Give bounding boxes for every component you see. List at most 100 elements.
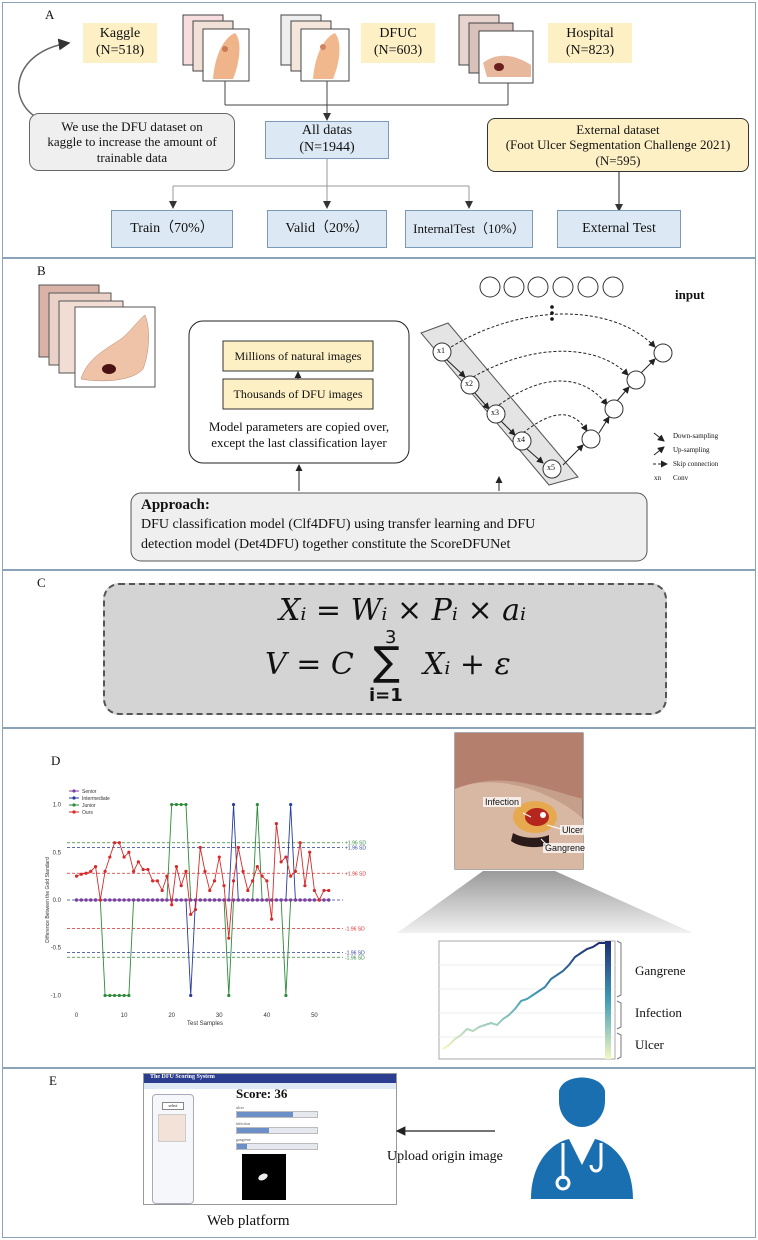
data-point: [231, 802, 236, 807]
foot-label-ulcer: Ulcer: [560, 825, 586, 835]
train-split-box: Train（70%）: [111, 210, 233, 248]
data-point: [284, 855, 288, 859]
kaggle-foot-image: [182, 14, 250, 82]
data-point: [93, 898, 98, 902]
data-point: [227, 993, 231, 998]
web-app-titlebar: [144, 1074, 396, 1083]
select-button[interactable]: select: [162, 1102, 184, 1110]
bar-label-ulcer: ulcer: [236, 1105, 244, 1110]
input-label: input: [675, 287, 705, 302]
data-point: [217, 855, 221, 859]
infection-score-fill: [237, 1128, 269, 1133]
data-point: [151, 879, 155, 883]
legend-label: Intermediate: [82, 796, 110, 802]
data-point: [170, 903, 174, 907]
thousands-dfu-images: Thousands of DFU images: [233, 386, 363, 401]
data-point: [231, 879, 236, 883]
legend-marker: [72, 803, 76, 807]
hospital-name: Hospital: [566, 26, 614, 42]
data-point: [193, 907, 198, 912]
severity-trend-line: [442, 942, 605, 1050]
data-point: [327, 888, 331, 893]
note-line-3: trainable data: [96, 149, 168, 165]
encoder-node-x5: x5: [547, 463, 555, 472]
data-point: [132, 869, 136, 873]
data-point: [236, 845, 240, 850]
millions-natural-images: Millions of natural images: [234, 348, 362, 363]
legend-marker: [72, 789, 76, 793]
dfuc-foot-image: [280, 14, 350, 82]
foot-label-gangrene: Gangrene: [543, 843, 588, 853]
data-point: [136, 898, 140, 902]
panel-b-label: B: [37, 263, 46, 278]
formula-2-lhs: V = C: [265, 647, 354, 682]
train-split-label: Train（70%）: [130, 220, 214, 236]
data-point: [289, 802, 293, 807]
data-point: [89, 898, 93, 902]
panel-b-foot-image: [38, 284, 156, 388]
upload-arrow-label: Upload origin image: [387, 1149, 503, 1164]
data-point: [236, 898, 240, 902]
data-point: [246, 898, 250, 902]
x-tick-label: 50: [311, 1013, 318, 1019]
data-point: [217, 898, 221, 902]
reference-line-label: +1.96 SD: [345, 871, 366, 877]
encoder-node-x4: x4: [517, 435, 525, 444]
data-point: [212, 879, 217, 883]
legend-icons: [653, 432, 668, 468]
transfer-note-line-1: Model parameters are copied over,: [208, 419, 390, 435]
data-point: [89, 869, 93, 873]
data-point: [146, 898, 150, 902]
formula-1: Xᵢ = Wᵢ × Pᵢ × aᵢ: [279, 593, 527, 628]
panel-e-graphics: [395, 1077, 633, 1199]
data-point: [189, 912, 193, 916]
data-point: [98, 898, 102, 902]
formula-box: [103, 583, 667, 715]
data-point: [212, 898, 217, 902]
y-tick-label: 0.5: [53, 850, 62, 856]
data-point: [203, 869, 207, 873]
data-point: [317, 898, 321, 902]
data-point: [260, 898, 264, 902]
data-point: [127, 993, 131, 998]
y-tick-label: 0.0: [53, 898, 62, 904]
data-point: [260, 874, 264, 878]
panel-a-label: A: [45, 7, 55, 22]
data-point: [303, 884, 307, 888]
data-point: [284, 898, 288, 902]
data-point: [208, 888, 212, 893]
reference-line-label: +1.96 SD: [345, 841, 366, 847]
web-app-subbar: [144, 1083, 396, 1089]
data-point: [103, 869, 107, 873]
y-tick-label: -1.0: [51, 993, 62, 999]
data-point: [241, 869, 245, 873]
data-point: [189, 993, 193, 998]
bar-label-infection: infection: [236, 1121, 251, 1126]
ellipsis-dots: [550, 305, 554, 321]
data-point: [227, 898, 231, 902]
web-app-sidebar: [152, 1094, 194, 1204]
data-point: [298, 841, 302, 845]
valid-split-label: Valid（20%）: [285, 220, 369, 236]
x-tick-label: 40: [264, 1013, 271, 1019]
data-point: [203, 898, 207, 902]
data-point: [136, 860, 140, 864]
data-point: [160, 898, 164, 902]
external-dataset-box: External dataset (Foot Ulcer Segmentatio…: [487, 118, 749, 172]
data-point: [108, 855, 112, 859]
panel-c-label: C: [37, 575, 46, 590]
panel-a-connectors: [18, 38, 623, 212]
reference-line-label: -1.96 SD: [345, 955, 365, 961]
data-point: [112, 993, 117, 998]
data-point: [284, 993, 288, 998]
legend-marker: [72, 796, 76, 800]
data-point: [117, 898, 121, 902]
reference-line-label: -1.96 SD: [345, 927, 365, 933]
data-point: [151, 898, 155, 902]
data-point: [174, 864, 179, 869]
data-point: [122, 993, 126, 998]
all-datas-box: All datas (N=1944): [265, 121, 389, 159]
data-point: [279, 860, 283, 864]
data-point: [127, 898, 131, 902]
data-point: [184, 898, 188, 902]
